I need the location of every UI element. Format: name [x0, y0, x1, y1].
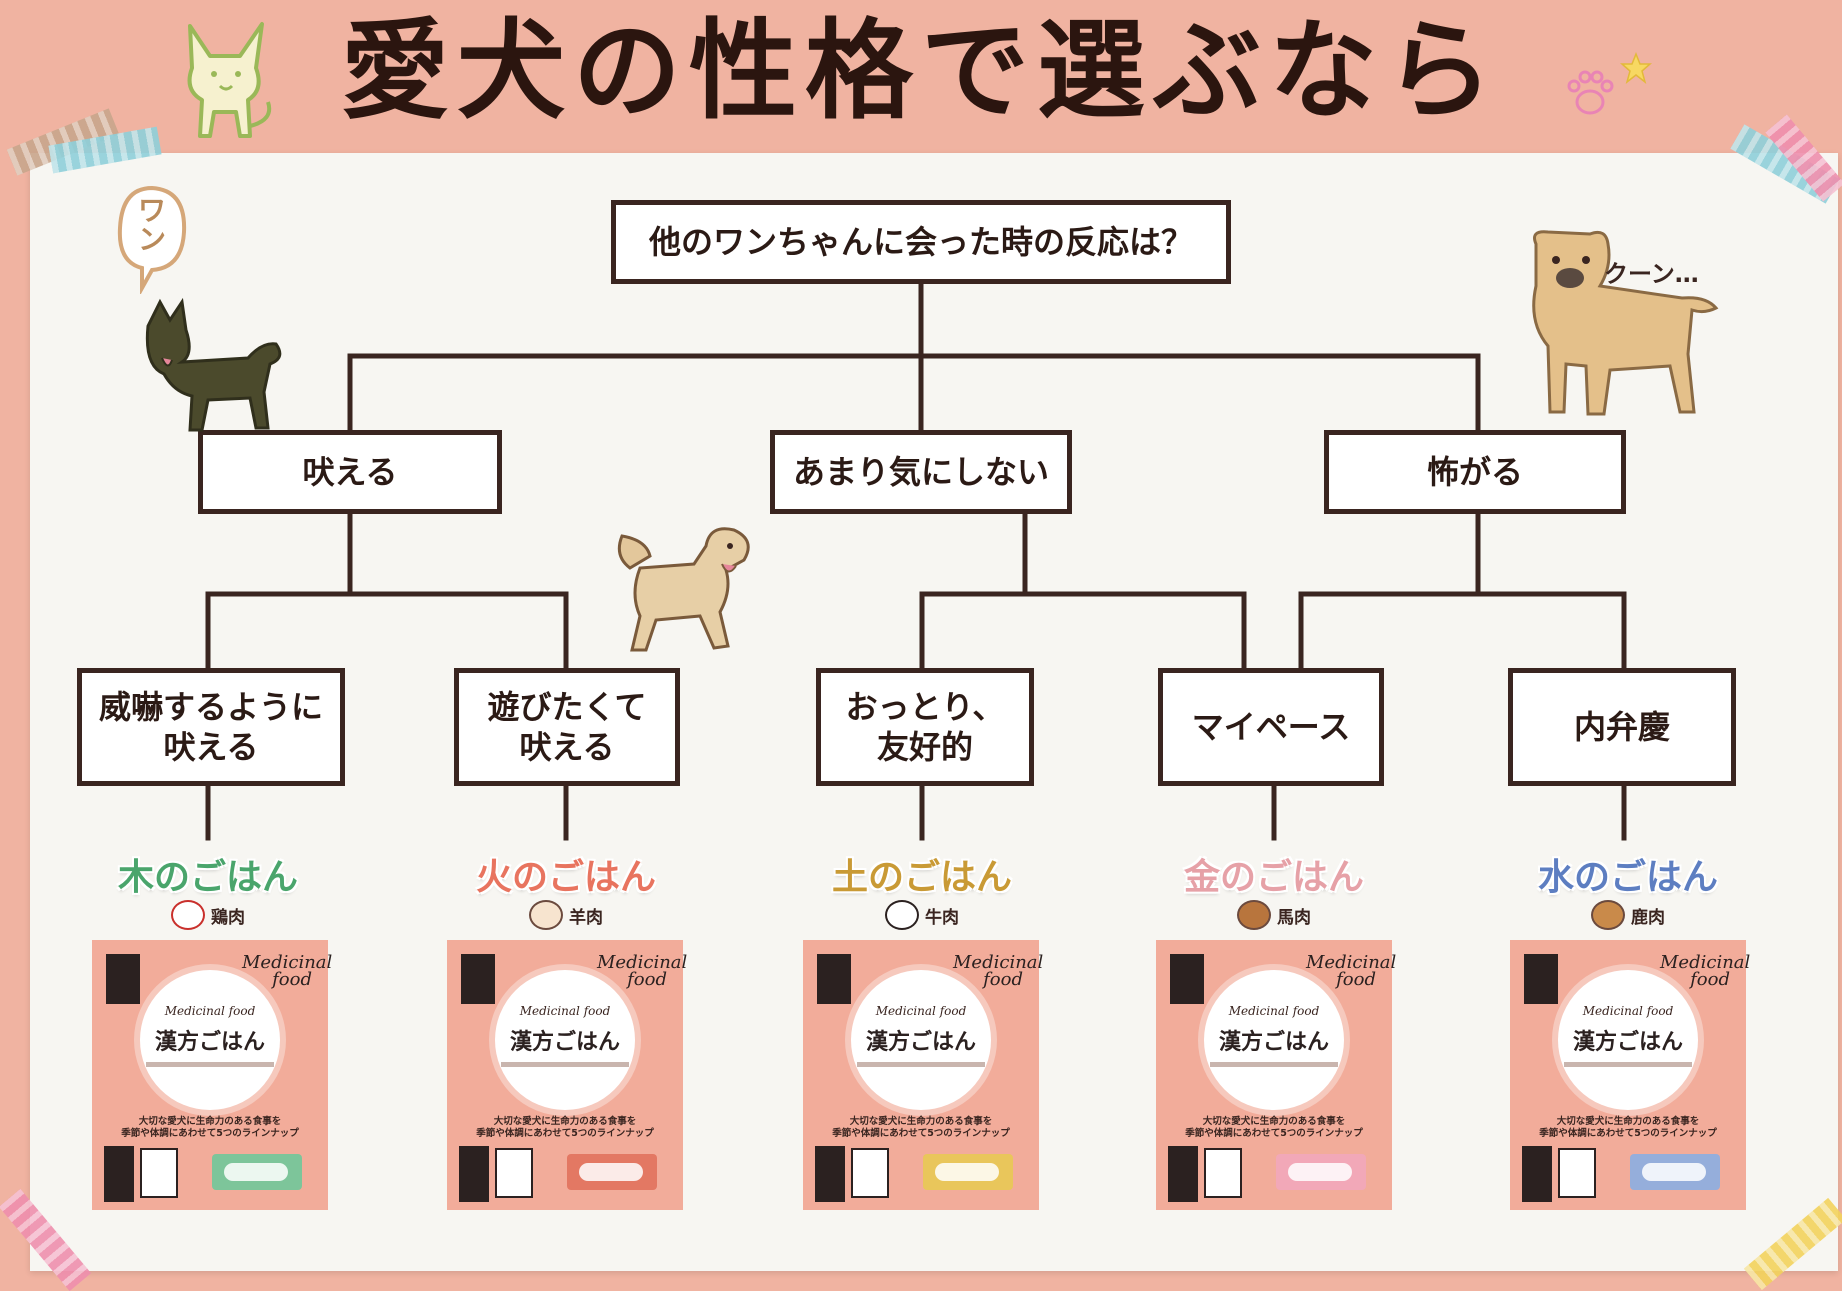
package-plate: Medicinal food 漢方ごはん [851, 970, 991, 1110]
food-title-fire: 火のごはん [475, 857, 656, 898]
package-info-block [1522, 1146, 1552, 1202]
page-title: 愛犬の性格で選ぶなら [340, 9, 1501, 134]
type-node-mypace: マイペース [1158, 668, 1384, 786]
package-badge [817, 954, 851, 1004]
plate-subline [146, 1062, 274, 1067]
meat-text: 羊肉 [569, 907, 603, 928]
brand-logo: Medicinal food [953, 952, 1044, 991]
brand-logo: Medicinal food [1660, 952, 1751, 991]
paw-icon [1560, 64, 1620, 128]
package-tagline: 大切な愛犬に生命力のある食事を 季節や体調にあわせて5つのラインナップ [121, 1116, 299, 1140]
star-icon [1620, 51, 1652, 88]
package-plate: Medicinal food 漢方ごはん [140, 970, 280, 1110]
plate-subline [857, 1062, 985, 1067]
product-name: 漢方ごはん [1572, 1030, 1683, 1055]
bone-label [923, 1154, 1013, 1190]
food-title-water: 水のごはん [1537, 857, 1718, 898]
meat-label-lamb: 羊肉 [466, 900, 666, 930]
package-tagline: 大切な愛犬に生命力のある食事を 季節や体調にあわせて5つのラインナップ [832, 1116, 1010, 1140]
product-name: 漢方ごはん [1218, 1030, 1329, 1055]
cow-icon [885, 900, 919, 930]
package-plate: Medicinal food 漢方ごはん [1204, 970, 1344, 1110]
dog-sound-text: クーン… [1604, 260, 1699, 288]
plate-subline [501, 1062, 629, 1067]
meat-text: 鶏肉 [211, 907, 245, 928]
bone-label [567, 1154, 657, 1190]
brand-logo: Medicinal food [1306, 952, 1397, 991]
food-title-earth: 土のごはん [831, 857, 1012, 898]
chihuahua-illustration-icon [170, 16, 280, 150]
package-badge [1524, 954, 1558, 1004]
scared-dog-icon: クーン… [1520, 226, 1720, 420]
answer-node-bark: 吠える [198, 430, 502, 514]
brand-logo: Medicinal food [242, 952, 333, 991]
product-name: 漢方ごはん [154, 1030, 265, 1055]
meat-label-chicken: 鶏肉 [108, 900, 308, 930]
plate-subline [1210, 1062, 1338, 1067]
plate-brand: Medicinal food [875, 1004, 967, 1018]
meat-label-venison: 鹿肉 [1528, 900, 1728, 930]
horse-icon [1237, 900, 1271, 930]
food-title-metal: 金のごはん [1183, 857, 1364, 898]
chicken-icon [171, 900, 205, 930]
plate-brand: Medicinal food [164, 1004, 256, 1018]
type-node-shy: 内弁慶 [1508, 668, 1736, 786]
package-badge-safe [140, 1148, 178, 1198]
product-package-wood: Medicinal food Medicinal food 漢方ごはん 大切な愛… [92, 940, 333, 1210]
question-node: 他のワンちゃんに会った時の反応は？ [611, 200, 1231, 284]
package-plate: Medicinal food 漢方ごはん [495, 970, 635, 1110]
meat-text: 馬肉 [1277, 907, 1311, 928]
meat-text: 鹿肉 [1631, 907, 1665, 928]
sheep-icon [529, 900, 563, 930]
package-badge [106, 954, 140, 1004]
package-tagline: 大切な愛犬に生命力のある食事を 季節や体調にあわせて5つのラインナップ [476, 1116, 654, 1140]
meat-text: 牛肉 [925, 907, 959, 928]
package-info-block [459, 1146, 489, 1202]
meat-label-beef: 牛肉 [822, 900, 1022, 930]
package-badge-safe [1204, 1148, 1242, 1198]
barking-dog-icon [138, 296, 288, 440]
bone-label [1276, 1154, 1366, 1190]
package-badge-safe [495, 1148, 533, 1198]
package-tagline: 大切な愛犬に生命力のある食事を 季節や体調にあわせて5つのラインナップ [1539, 1116, 1717, 1140]
bone-label [212, 1154, 302, 1190]
product-package-metal: Medicinal food Medicinal food 漢方ごはん 大切な愛… [1156, 940, 1397, 1210]
type-node-intimidate: 威嚇するように 吠える [77, 668, 345, 786]
package-badge-safe [1558, 1148, 1596, 1198]
product-package-water: Medicinal food Medicinal food 漢方ごはん 大切な愛… [1510, 940, 1751, 1210]
package-badge [1170, 954, 1204, 1004]
product-name: 漢方ごはん [509, 1030, 620, 1055]
bone-label [1630, 1154, 1720, 1190]
product-package-fire: Medicinal food Medicinal food 漢方ごはん 大切な愛… [447, 940, 688, 1210]
product-package-earth: Medicinal food Medicinal food 漢方ごはん 大切な愛… [803, 940, 1044, 1210]
package-info-block [1168, 1146, 1198, 1202]
plate-brand: Medicinal food [1228, 1004, 1320, 1018]
package-badge [461, 954, 495, 1004]
type-node-playful: 遊びたくて 吠える [454, 668, 680, 786]
meat-label-horse: 馬肉 [1174, 900, 1374, 930]
package-tagline: 大切な愛犬に生命力のある食事を 季節や体調にあわせて5つのラインナップ [1185, 1116, 1363, 1140]
playful-dog-icon [610, 516, 770, 660]
package-plate: Medicinal food 漢方ごはん [1558, 970, 1698, 1110]
type-node-gentle: おっとり、 友好的 [816, 668, 1034, 786]
plate-subline [1564, 1062, 1692, 1067]
answer-node-indifferent: あまり気にしない [770, 430, 1072, 514]
product-name: 漢方ごはん [865, 1030, 976, 1055]
food-title-wood: 木のごはん [117, 857, 298, 898]
plate-brand: Medicinal food [519, 1004, 611, 1018]
plate-brand: Medicinal food [1582, 1004, 1674, 1018]
package-info-block [815, 1146, 845, 1202]
package-info-block [104, 1146, 134, 1202]
speech-bubble-text: ワン [137, 194, 166, 257]
answer-node-scared: 怖がる [1324, 430, 1626, 514]
deer-icon [1591, 900, 1625, 930]
package-badge-safe [851, 1148, 889, 1198]
brand-logo: Medicinal food [597, 952, 688, 991]
speech-bubble: ワン [112, 184, 192, 298]
